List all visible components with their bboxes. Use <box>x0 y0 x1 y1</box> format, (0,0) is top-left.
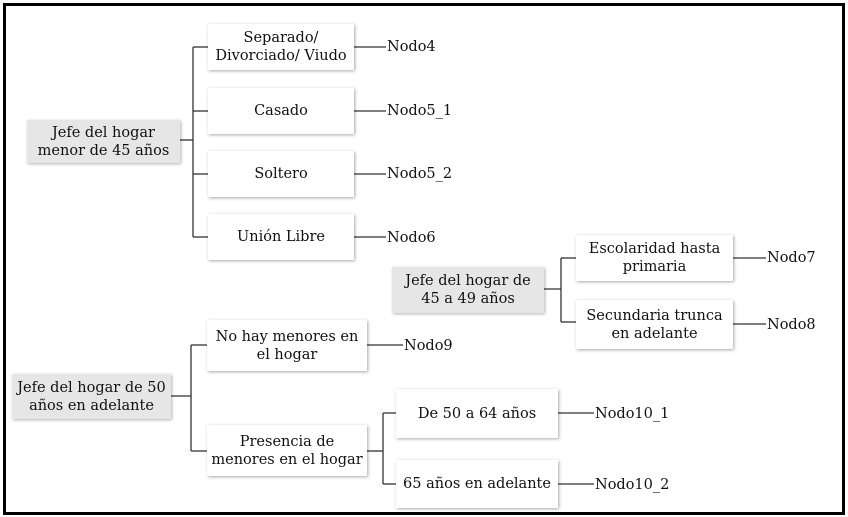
box-union-libre: Unión Libre <box>208 214 354 260</box>
node-label-nodo5-1: Nodo5_1 <box>387 103 453 119</box>
box-de-50-a-64: De 50 a 64 años <box>396 389 558 438</box>
box-secundaria-trunca: Secundaria trunca en adelante <box>576 300 733 349</box>
box-65-en-adelante: 65 años en adelante <box>396 460 558 508</box>
box-escolaridad-hasta-primaria: Escolaridad hasta primaria <box>576 235 733 281</box>
node-label-nodo4: Nodo4 <box>387 39 436 55</box>
node-label-nodo8: Nodo8 <box>767 317 816 333</box>
root-50-and-over: Jefe del hogar de 50 años en adelante <box>12 374 171 419</box>
root-45-to-49: Jefe del hogar de 45 a 49 años <box>392 267 544 313</box>
node-label-nodo10-1: Nodo10_1 <box>595 406 670 422</box>
node-label-nodo6: Nodo6 <box>387 230 436 246</box>
box-presencia-de-menores: Presencia de menores en el hogar <box>207 425 367 476</box>
box-soltero: Soltero <box>208 151 354 197</box>
root-under-45: Jefe del hogar menor de 45 años <box>27 120 180 163</box>
box-casado: Casado <box>208 88 354 134</box>
box-separado-divorciado-viudo: Separado/ Divorciado/ Viudo <box>208 24 354 70</box>
node-label-nodo7: Nodo7 <box>767 250 816 266</box>
node-label-nodo5-2: Nodo5_2 <box>387 166 453 182</box>
box-no-hay-menores: No hay menores en el hogar <box>207 320 367 371</box>
node-label-nodo10-2: Nodo10_2 <box>595 477 670 493</box>
node-label-nodo9: Nodo9 <box>404 338 453 354</box>
